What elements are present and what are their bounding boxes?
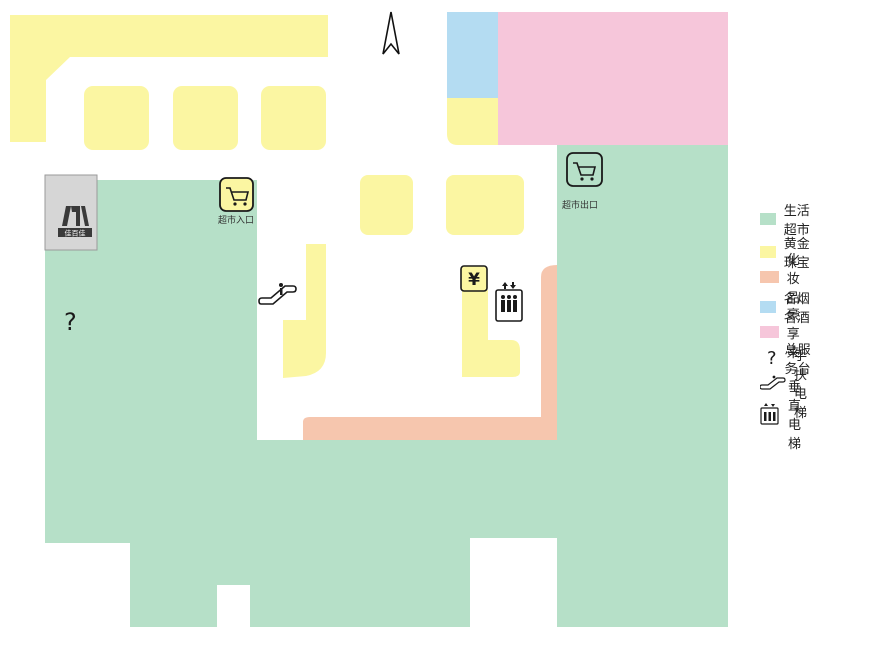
legend-label: 豪享来 bbox=[786, 307, 800, 361]
legend-item-haoxianglai: 豪享来 bbox=[760, 308, 811, 361]
escalator-icon bbox=[760, 373, 786, 393]
store-logo: 佳百佳 bbox=[44, 174, 98, 251]
legend-item-elevator: 垂直电梯 bbox=[760, 380, 811, 452]
zone-tobacco-wine[interactable] bbox=[447, 12, 498, 98]
logo-text: 佳百佳 bbox=[65, 229, 86, 238]
legend-item-supermarket: 生活超市 bbox=[760, 204, 811, 238]
elevator-icon bbox=[760, 403, 780, 425]
north-arrow-icon bbox=[382, 11, 400, 55]
legend-label: 生活超市 bbox=[783, 204, 810, 238]
legend-item-gold-jewelry: 黄金珠宝 bbox=[760, 237, 811, 271]
question-mark-icon: ? bbox=[767, 347, 777, 369]
legend-swatch bbox=[760, 301, 776, 313]
zone-gold-jewelry-l[interactable] bbox=[10, 15, 328, 142]
entrance-cart-icon[interactable] bbox=[219, 177, 254, 212]
atm-yen-icon[interactable]: ¥ bbox=[460, 265, 488, 292]
escalator-icon[interactable] bbox=[258, 283, 297, 305]
legend-swatch bbox=[760, 326, 779, 338]
legend-item-escalator: 手扶电梯 bbox=[760, 349, 811, 421]
legend-item-tobacco-wine: 名烟名酒 bbox=[760, 292, 811, 326]
service-desk-icon[interactable]: ? bbox=[64, 308, 77, 336]
zone-gold-jewelry-elev[interactable] bbox=[462, 290, 520, 377]
zone-gold-jewelry[interactable] bbox=[447, 98, 498, 145]
legend-label: 总服务台 bbox=[784, 343, 811, 377]
legend-swatch bbox=[760, 213, 776, 225]
svg-text:¥: ¥ bbox=[468, 270, 480, 290]
legend-label: 黄金珠宝 bbox=[783, 237, 810, 271]
zone-cosmetics[interactable] bbox=[303, 265, 557, 440]
zone-gold-jewelry-block[interactable] bbox=[173, 86, 238, 150]
zone-gold-jewelry-strip[interactable] bbox=[283, 244, 326, 378]
supermarket-exit-label: 超市出口 bbox=[562, 201, 599, 211]
legend-swatch bbox=[760, 246, 776, 258]
exit-cart-icon[interactable] bbox=[566, 152, 603, 187]
legend-swatch bbox=[760, 271, 779, 283]
legend-label: 化妆品 bbox=[786, 252, 800, 306]
legend-label: 手扶电梯 bbox=[794, 349, 808, 421]
legend-item-cosmetics: 化妆品 bbox=[760, 253, 811, 306]
zone-gold-jewelry-block[interactable] bbox=[84, 86, 149, 150]
zone-gold-jewelry-block[interactable] bbox=[360, 175, 413, 235]
zone-gold-jewelry-block[interactable] bbox=[446, 175, 524, 235]
zone-haoxianglai[interactable] bbox=[498, 12, 728, 145]
legend-label: 垂直电梯 bbox=[788, 380, 802, 452]
legend-label: 名烟名酒 bbox=[783, 292, 810, 326]
zone-gold-jewelry-block[interactable] bbox=[261, 86, 326, 150]
elevator-icon[interactable] bbox=[495, 282, 523, 322]
supermarket-entrance-label: 超市入口 bbox=[218, 216, 255, 226]
zone-supermarket[interactable] bbox=[45, 145, 728, 627]
legend-item-service-desk: ? 总服务台 bbox=[760, 343, 811, 377]
